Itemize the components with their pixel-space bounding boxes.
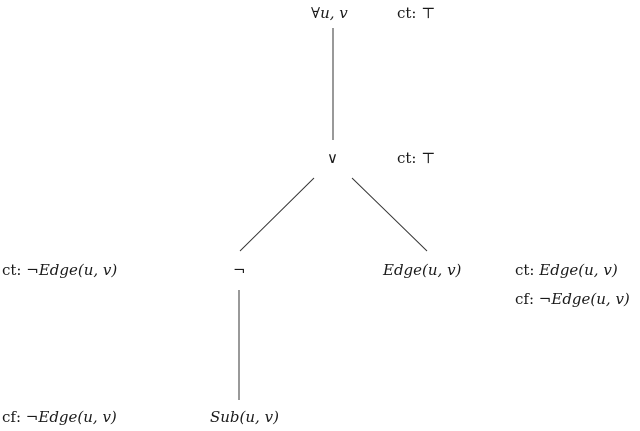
cf-prefix: cf:: [515, 290, 535, 308]
node-edge: Edge(u, v): [383, 261, 461, 279]
edge-pred: Edge: [551, 290, 591, 308]
neg-symbol: ¬: [25, 408, 39, 426]
sub-pred: Sub: [210, 408, 240, 426]
node-sub: Sub(u, v): [210, 408, 279, 426]
edge-args: (u, v): [77, 408, 117, 426]
neg-symbol: ¬: [26, 261, 39, 279]
neg-symbol: ¬: [538, 290, 552, 308]
edge-pred: Edge: [38, 408, 78, 426]
edge-args: (u, v): [77, 261, 118, 279]
sub-args: (u, v): [239, 408, 279, 426]
annotation-sub-cf: cf: ¬Edge(u, v): [2, 408, 117, 426]
top-symbol: ⊤: [421, 4, 436, 22]
edge-args: (u, v): [578, 261, 618, 279]
edge-pred: Edge: [383, 261, 423, 279]
node-forall: ∀u, v: [311, 4, 348, 22]
ct-prefix: ct:: [397, 4, 417, 22]
edge-args: (u, v): [590, 290, 630, 308]
ct-prefix: ct:: [397, 149, 417, 167]
cf-prefix: cf:: [2, 408, 22, 426]
annotation-or-ct: ct: ⊤: [397, 149, 435, 167]
node-or: ∨: [327, 149, 338, 167]
node-not: ¬: [233, 261, 246, 279]
not-symbol: ¬: [233, 261, 246, 279]
edge-pred: Edge: [539, 261, 579, 279]
edge-args: (u, v): [422, 261, 462, 279]
or-symbol: ∨: [327, 149, 338, 167]
annotation-forall-ct: ct: ⊤: [397, 4, 435, 22]
edge-or-edge: [351, 177, 428, 252]
annotation-not-ct: ct: ¬Edge(u, v): [2, 261, 117, 279]
annotation-edge-cf: cf: ¬Edge(u, v): [515, 290, 630, 308]
forall-symbol: ∀: [311, 4, 321, 22]
edge-or-not: [239, 177, 315, 252]
top-symbol: ⊤: [421, 149, 436, 167]
edge-pred: Edge: [38, 261, 78, 279]
ct-prefix: ct:: [2, 261, 22, 279]
forall-vars: u, v: [320, 4, 348, 22]
annotation-edge-ct: ct: Edge(u, v): [515, 261, 618, 279]
ct-prefix: ct:: [515, 261, 535, 279]
